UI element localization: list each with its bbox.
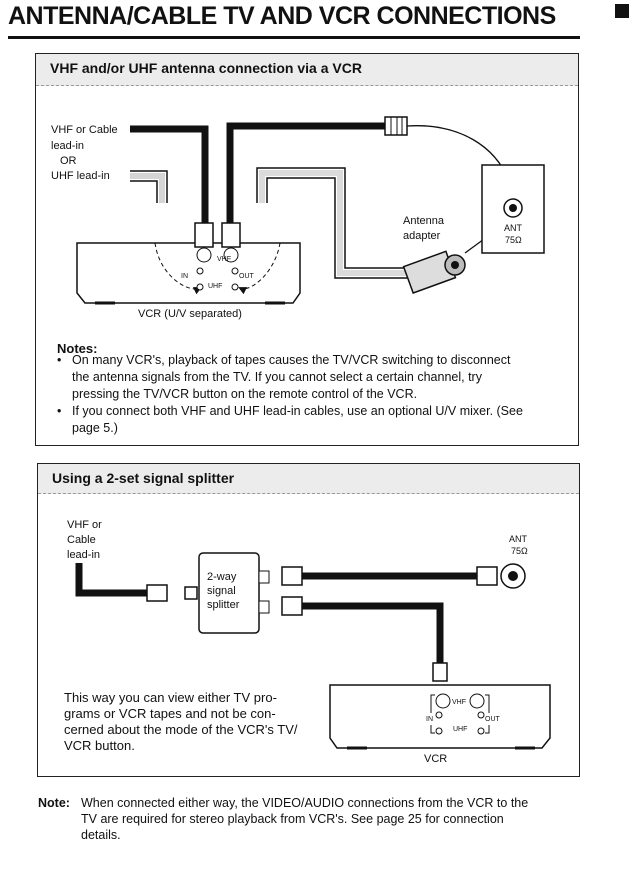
label-adapter: adapter [403,230,441,242]
vcr-to-tv-cable [226,116,517,223]
label-splitter: splitter [207,599,240,611]
footer-note-label: Note: [38,796,70,810]
page-edge-tab [615,4,629,18]
label-ant-2: ANT [509,534,527,544]
splitter-paragraph-line-2: grams or VCR tapes and not be con- [64,706,276,721]
splitter-to-tv-cable [281,563,526,589]
splitter-paragraph-line-4: VCR button. [64,738,135,753]
splitter-input-cable [75,563,198,602]
label-signal: signal [207,585,236,597]
page-title: ANTENNA/CABLE TV AND VCR CONNECTIONS [8,2,556,30]
section-2-heading: Using a 2-set signal splitter [38,464,579,494]
tv-ant-terminal [481,164,545,254]
section-1-heading: VHF and/or UHF antenna connection via a … [36,54,578,86]
note-2-line-2: page 5.) [72,421,118,435]
label-out-port: OUT [239,273,254,280]
label-2-way: 2-way [207,571,237,583]
splitter-paragraph-line-1: This way you can view either TV pro- [64,690,277,705]
vhf-lead-in-cable [130,125,209,223]
footer-note-line-3: details. [81,828,121,842]
label-or: OR [60,155,77,167]
label-uhf-port-2: UHF [453,726,468,733]
label-lead-in: lead-in [51,140,85,152]
diagram-signal-splitter [75,552,551,750]
notes-heading: Notes: [57,341,98,356]
splitter-to-vcr-cable [281,596,448,682]
diagram-antenna-via-vcr [76,116,545,305]
label-vhf-or: VHF or [67,519,102,531]
footer-note-line-1: When connected either way, the VIDEO/AUD… [81,796,529,810]
label-vhf-cable: VHF or Cable [51,124,118,136]
note-1-line-3: pressing the TV/VCR button on the remote… [72,387,418,401]
note-bullet-1: • [57,353,62,367]
footer-note-line-2: TV are required for stereo playback from… [81,812,504,826]
label-75-ohm-2: 75Ω [511,546,528,556]
splitter-box [198,552,270,634]
uhf-twin-lead [130,170,168,203]
label-lead-in-2: lead-in [67,549,101,561]
label-antenna: Antenna [403,215,444,227]
section-2-heading-text: Using a 2-set signal splitter [52,470,235,486]
splitter-paragraph-line-3: cerned about the mode of the VCR's TV/ [64,722,298,737]
label-cable: Cable [67,534,96,546]
section-antenna-via-vcr: VHF and/or UHF antenna connection via a … [35,53,579,446]
twin-lead-to-adapter [256,167,407,279]
vcr-caption-2: VCR [424,753,448,765]
label-in-port: IN [181,273,188,280]
label-in-port-2: IN [426,716,433,723]
section-signal-splitter: Using a 2-set signal splitter [37,463,580,777]
note-1-line-2: the antenna signals from the TV. If you … [72,370,482,384]
note-2-line-1: If you connect both VHF and UHF lead-in … [72,404,523,418]
title-underline [8,36,580,39]
note-1-line-1: On many VCR's, playback of tapes causes … [72,353,511,367]
section-1-heading-text: VHF and/or UHF antenna connection via a … [50,60,362,76]
label-uhf-port: UHF [208,283,223,290]
label-75-ohm: 75Ω [505,235,522,245]
vcr-body-1 [76,222,301,305]
vcr-caption: VCR (U/V separated) [138,308,242,320]
label-ant: ANT [504,223,522,233]
label-vhf-port: VHF [217,256,231,263]
vcr-body-2 [329,684,551,750]
label-out-port-2: OUT [485,716,500,723]
label-vhf-port-2: VHF [452,699,466,706]
label-uhf-lead-in: UHF lead-in [51,170,110,182]
note-bullet-2: • [57,404,62,418]
